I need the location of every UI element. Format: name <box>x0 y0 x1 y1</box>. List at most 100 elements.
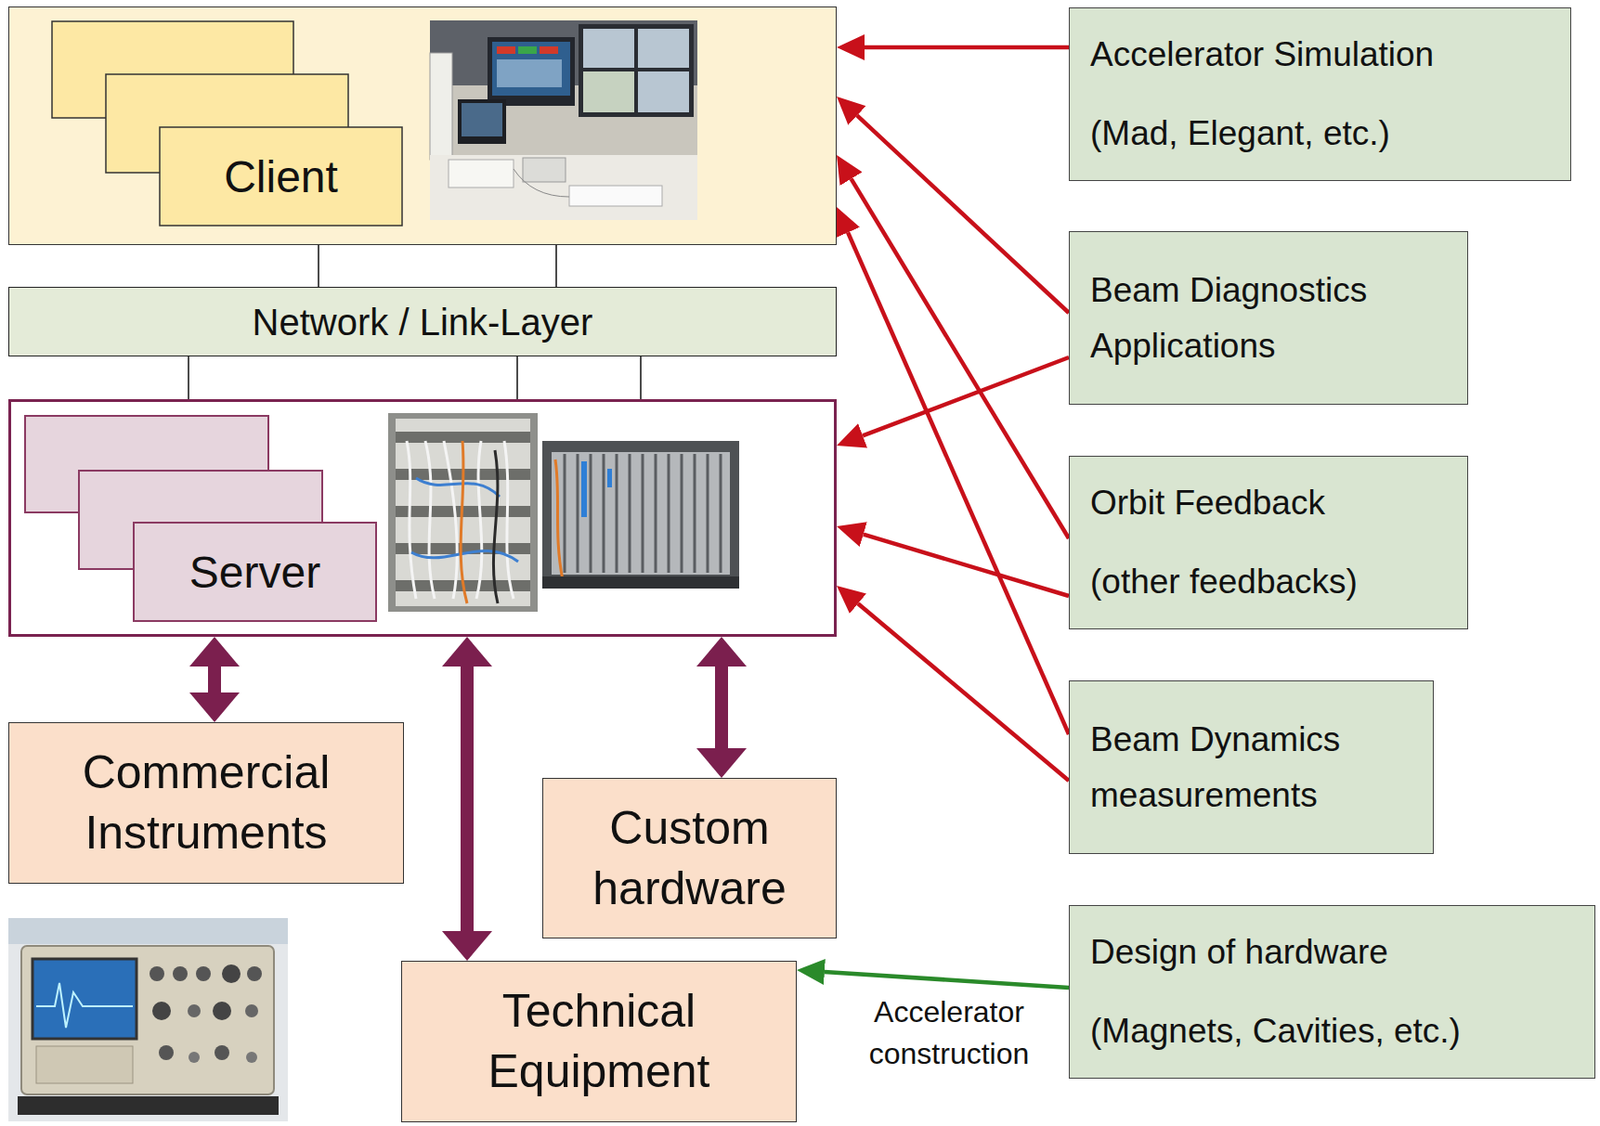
network-link <box>639 356 642 400</box>
drawing-part <box>36 983 133 1028</box>
drawing-part <box>21 946 274 1095</box>
hardware-box: Custom hardware <box>542 778 837 939</box>
drawing-part <box>411 478 519 562</box>
drawing-part <box>214 1045 230 1061</box>
network-link <box>555 245 558 287</box>
drawing-part <box>152 1001 171 1021</box>
drawing-part <box>8 918 288 1122</box>
drawing-part <box>388 413 538 612</box>
drawing-part <box>569 185 663 207</box>
drawing-part <box>496 59 562 88</box>
network-link <box>187 356 190 400</box>
drawing-part <box>542 576 740 589</box>
drawing-part <box>496 46 516 54</box>
drawing-part <box>247 966 262 982</box>
drawing-part <box>245 1004 259 1018</box>
network-link <box>516 356 519 400</box>
drawing-part <box>564 454 721 573</box>
drawing-part <box>221 964 241 984</box>
drawing-part <box>522 157 566 183</box>
drawing-part <box>395 418 531 607</box>
node-label: Custom hardware <box>554 798 825 920</box>
node-label: Commercial Instruments <box>20 742 392 864</box>
drawing-part <box>149 966 165 982</box>
drawing-part <box>581 461 587 518</box>
drawing-part <box>539 46 559 54</box>
server-panel: Server <box>8 399 837 638</box>
server-panel-art <box>11 402 834 635</box>
node-label: Beam Dynamics measurements <box>1090 712 1422 822</box>
control-room-photo <box>429 20 698 221</box>
drawing-part <box>429 20 698 221</box>
node-label: Accelerator Simulation <box>1090 33 1434 77</box>
drawing-part <box>487 37 575 106</box>
drawing-part <box>513 169 570 197</box>
drawing-part <box>212 1001 232 1021</box>
construction-arrow <box>824 972 1069 989</box>
drawing-part <box>542 441 740 589</box>
server-stack <box>25 416 377 622</box>
drawing-part <box>8 918 288 945</box>
hardware-box: Commercial Instruments <box>8 722 404 885</box>
drawing-part <box>457 99 507 144</box>
control-arrow <box>857 115 1069 313</box>
node-label: (other feedbacks) <box>1090 560 1358 604</box>
control-arrow <box>847 232 1069 735</box>
drawing-part <box>187 1004 201 1018</box>
crate-photo <box>542 441 740 589</box>
drawing-part <box>17 1096 279 1116</box>
node-label: Design of hardware <box>1090 931 1389 975</box>
drawing-part <box>158 1045 174 1061</box>
application-box: Beam Diagnostics Applications <box>1068 231 1469 405</box>
drawing-part <box>246 1052 258 1064</box>
control-arrow <box>864 45 1069 51</box>
drawing-part <box>578 24 694 118</box>
network-link <box>317 245 320 287</box>
application-box: Design of hardware (Magnets, Cavities, et… <box>1068 905 1596 1080</box>
node-label: Beam Diagnostics Applications <box>1090 262 1457 373</box>
drawing-part <box>637 71 690 113</box>
control-arrow <box>858 603 1069 781</box>
data-arrow <box>208 666 222 693</box>
application-box: Beam Dynamics measurements <box>1068 680 1434 855</box>
drawing-part <box>518 46 537 54</box>
node-label: Network / Link-Layer <box>252 299 594 345</box>
node-label: Client <box>159 127 403 226</box>
drawing-part <box>555 459 563 581</box>
node-label: Server <box>133 522 377 622</box>
drawing-part <box>583 71 635 113</box>
drawing-part <box>551 452 730 575</box>
data-arrow <box>715 666 729 749</box>
drawing-part <box>460 441 468 604</box>
drawing-part <box>188 1052 200 1064</box>
drawing-part <box>493 450 498 604</box>
drawing-part <box>637 28 690 68</box>
drawing-part <box>461 103 503 137</box>
application-box: Accelerator Simulation (Mad, Elegant, etc… <box>1068 7 1572 182</box>
drawing-part <box>429 52 453 160</box>
drawing-part <box>195 966 211 982</box>
drawing-part <box>133 522 377 622</box>
hardware-box: Technical Equipment <box>401 961 797 1123</box>
node-label: (Mad, Elegant, etc.) <box>1090 112 1391 156</box>
client-panel: Client <box>8 6 837 246</box>
drawing-part <box>607 468 612 488</box>
drawing-part <box>159 127 403 226</box>
oscilloscope-photo <box>8 918 288 1122</box>
edge-label: Accelerator construction <box>837 991 1061 1076</box>
node-label: (Magnets, Cavities, etc.) <box>1090 1010 1461 1054</box>
drawing-part <box>583 28 635 68</box>
drawing-part <box>429 155 698 221</box>
drawing-part <box>172 966 188 982</box>
node-label: Technical Equipment <box>413 981 785 1103</box>
drawing-part <box>448 159 514 188</box>
client-panel-art <box>9 7 836 244</box>
data-arrow <box>460 666 474 932</box>
network-bar: Network / Link-Layer <box>8 286 837 357</box>
application-box: Orbit Feedback (other feedbacks) <box>1068 455 1469 630</box>
drawing-part <box>32 959 137 1040</box>
node-label: Orbit Feedback <box>1090 481 1326 525</box>
drawing-part <box>492 41 571 96</box>
